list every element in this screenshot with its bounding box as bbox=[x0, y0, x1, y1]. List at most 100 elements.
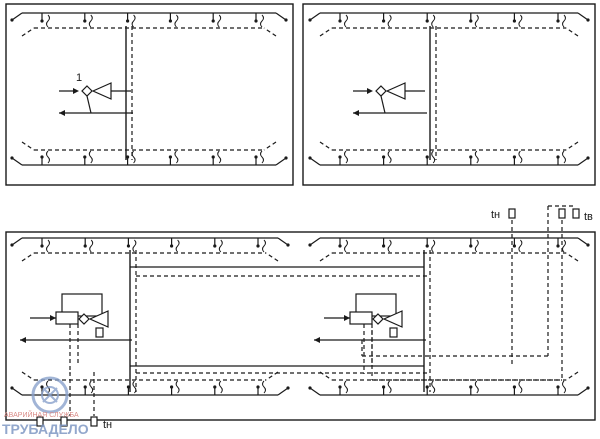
radiator-valve-icon bbox=[254, 155, 258, 159]
supply-end-right bbox=[275, 157, 287, 166]
end-valve-icon bbox=[10, 156, 14, 160]
circulation-pump-icon bbox=[385, 82, 406, 100]
radiator-valve-icon bbox=[126, 385, 130, 389]
radiator-valve-icon bbox=[126, 19, 130, 23]
radiator-bypass-icon bbox=[175, 380, 180, 394]
actuator-box bbox=[349, 311, 373, 325]
return-end-right bbox=[265, 252, 279, 262]
radiator-valve-icon bbox=[40, 385, 44, 389]
item-number-label: 1 bbox=[76, 72, 82, 84]
radiator-bypass-icon bbox=[260, 14, 264, 28]
return-end-right bbox=[565, 371, 579, 381]
temperature-sensor-icon bbox=[60, 416, 68, 427]
radiator-valve-icon bbox=[254, 19, 258, 23]
end-valve-icon bbox=[10, 243, 14, 247]
return-end-left bbox=[319, 27, 333, 37]
end-valve-icon bbox=[10, 386, 14, 390]
radiator-valve-icon bbox=[40, 244, 44, 248]
radiator-bypass-icon bbox=[46, 150, 50, 164]
radiator-valve-icon bbox=[83, 385, 87, 389]
supply-end-left bbox=[309, 387, 321, 396]
radiator-valve-icon bbox=[512, 244, 517, 248]
building-frame-1 bbox=[5, 3, 294, 186]
end-valve-icon bbox=[10, 18, 14, 22]
radiator-bypass-icon bbox=[88, 14, 93, 28]
arrow-head-icon bbox=[73, 88, 79, 94]
radiator-valve-icon bbox=[168, 19, 172, 23]
return-end-left bbox=[21, 252, 35, 262]
temperature-sensor-icon bbox=[572, 208, 580, 219]
circulation-pump-icon bbox=[382, 310, 403, 328]
radiator-valve-icon bbox=[170, 385, 174, 389]
radiator-bypass-icon bbox=[562, 150, 566, 164]
mixing-valve-icon bbox=[81, 85, 93, 97]
actuator-box bbox=[55, 311, 79, 325]
radiator-bypass-icon bbox=[262, 380, 266, 394]
temperature-sensors bbox=[36, 205, 580, 427]
radiator-valve-icon bbox=[338, 244, 342, 248]
radiator-valve-icon bbox=[40, 155, 44, 159]
radiator-bypass-icon bbox=[218, 380, 223, 394]
radiator-bypass-icon bbox=[387, 239, 392, 253]
end-valve-icon bbox=[284, 18, 288, 22]
arrow-head-icon bbox=[20, 337, 26, 343]
radiator-bypass-icon bbox=[474, 150, 479, 164]
radiator-bypass-icon bbox=[474, 14, 479, 28]
return-end-left bbox=[21, 371, 35, 381]
radiator-valve-icon bbox=[170, 244, 174, 248]
return-end-left bbox=[319, 252, 333, 262]
arrow-head-icon bbox=[344, 315, 350, 321]
radiator-bypass-icon bbox=[562, 239, 566, 253]
radiator-bypass-icon bbox=[88, 150, 93, 164]
end-valve-icon bbox=[586, 386, 590, 390]
supply-end-left bbox=[11, 12, 23, 21]
radiator-bypass-icon bbox=[518, 150, 523, 164]
end-valve-icon bbox=[284, 156, 288, 160]
circulation-pump-icon bbox=[91, 82, 112, 100]
radiator-bypass-icon bbox=[431, 239, 436, 253]
radiator-bypass-icon bbox=[89, 239, 94, 253]
return-end-left bbox=[319, 141, 333, 151]
supply-end-left bbox=[309, 237, 321, 246]
radiator-bypass-icon bbox=[562, 14, 566, 28]
circulation-pump-icon bbox=[88, 310, 109, 328]
arrow-head-icon bbox=[367, 88, 373, 94]
outdoor-sensor-label-bottom: tн bbox=[103, 419, 112, 431]
bypass-line bbox=[380, 95, 386, 114]
radiator-bypass-icon bbox=[562, 380, 566, 394]
radiator-valve-icon bbox=[425, 19, 429, 23]
radiator-bypass-icon bbox=[262, 239, 266, 253]
radiator-valve-icon bbox=[168, 155, 172, 159]
radiator-valve-icon bbox=[213, 385, 217, 389]
radiator-bypass-icon bbox=[387, 380, 392, 394]
temperature-sensor-icon bbox=[36, 416, 44, 427]
radiator-bypass-icon bbox=[46, 239, 50, 253]
radiator-bypass-icon bbox=[89, 380, 94, 394]
radiator-valve-icon bbox=[83, 19, 87, 23]
radiator-valve-icon bbox=[512, 19, 517, 23]
radiator-valve-icon bbox=[338, 19, 342, 23]
end-valve-icon bbox=[308, 243, 312, 247]
watermark-brand: ТРУБАДЕЛО bbox=[2, 421, 89, 437]
radiator-valve-icon bbox=[382, 244, 386, 248]
end-valve-icon bbox=[586, 243, 590, 247]
radiator-valve-icon bbox=[469, 244, 473, 248]
radiator-valve-icon bbox=[83, 244, 87, 248]
radiator-valve-icon bbox=[512, 155, 517, 159]
sensor-box bbox=[389, 327, 398, 338]
return-end-right bbox=[263, 27, 277, 37]
arrow-head-icon bbox=[314, 337, 320, 343]
radiator-valve-icon bbox=[256, 244, 260, 248]
radiator-risers bbox=[40, 13, 566, 395]
end-valve-icon bbox=[586, 156, 590, 160]
radiator-bypass-icon bbox=[218, 239, 223, 253]
radiator-valve-icon bbox=[425, 385, 429, 389]
radiator-bypass-icon bbox=[217, 14, 222, 28]
end-valve-icon bbox=[286, 386, 290, 390]
return-end-right bbox=[263, 141, 277, 151]
supply-end-left bbox=[309, 157, 321, 166]
radiator-valve-icon bbox=[213, 244, 217, 248]
return-end-right bbox=[565, 141, 579, 151]
radiator-valve-icon bbox=[469, 19, 473, 23]
radiator-valve-icon bbox=[83, 155, 87, 159]
